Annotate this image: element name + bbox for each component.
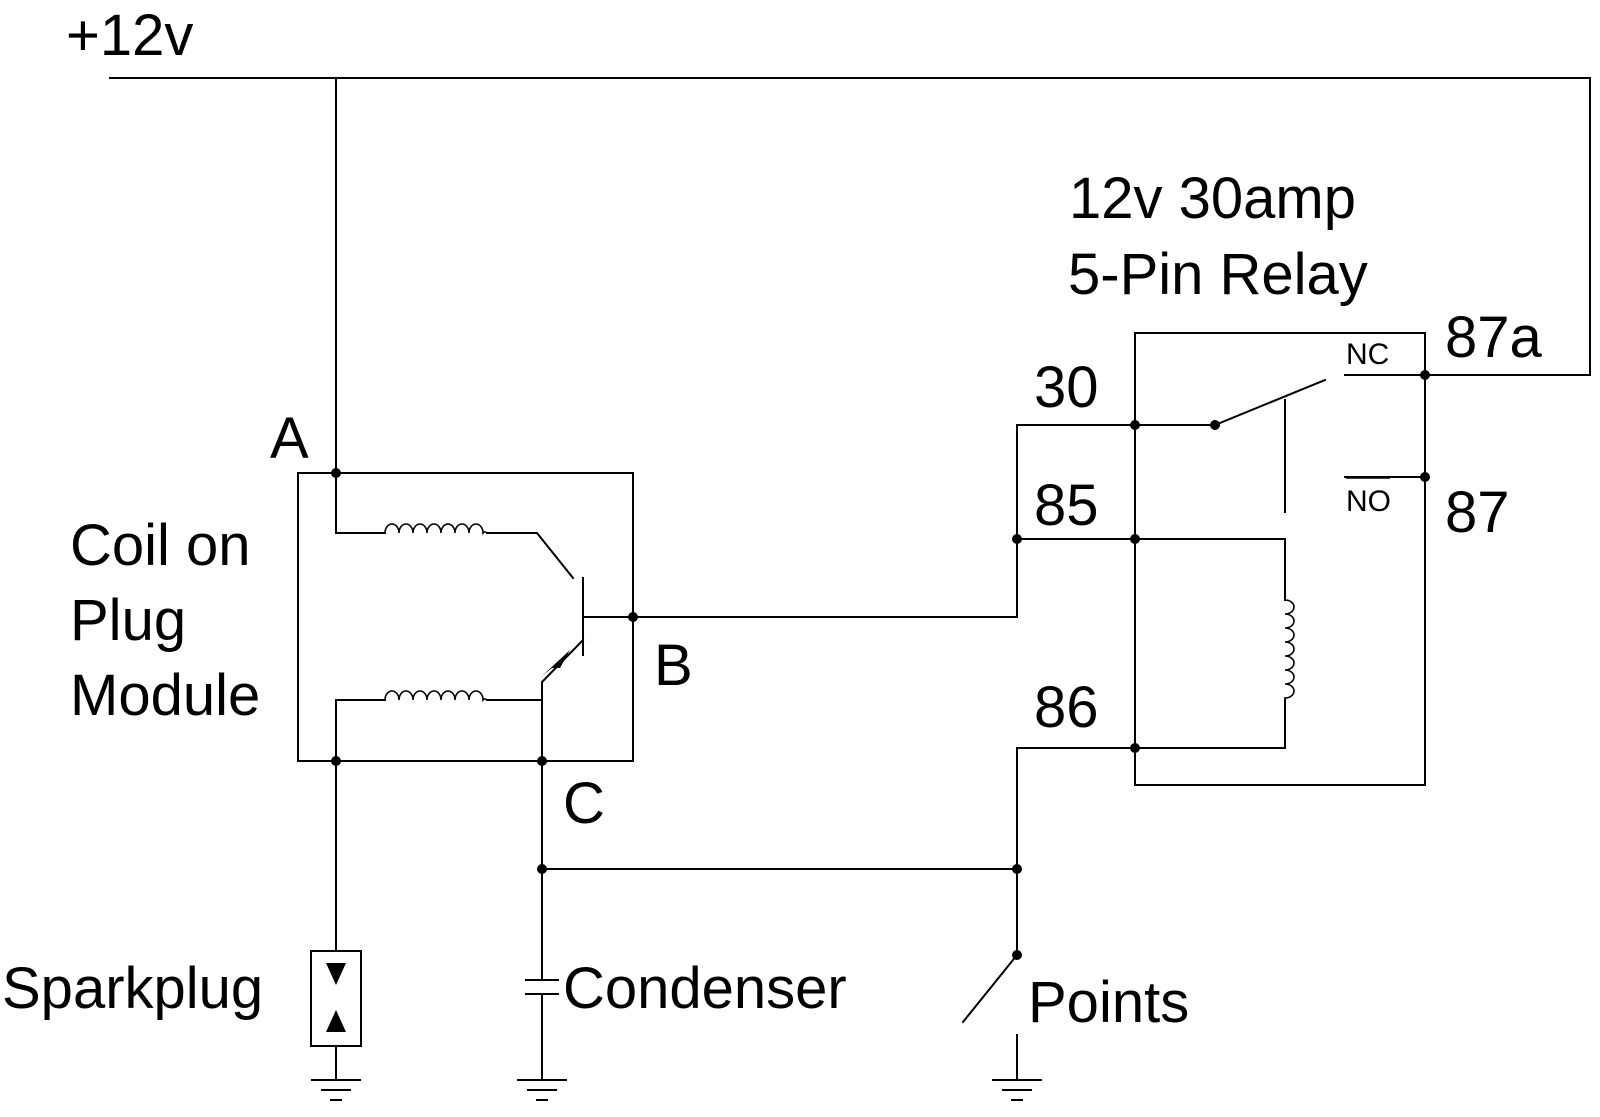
pin87-dot [1420,472,1430,482]
points-label: Points [1028,970,1189,1035]
terminal-b-label: B [654,633,693,698]
trigger-wiring [632,424,1136,749]
condenser-label: Condenser [563,956,847,1021]
points-contact-dot [1012,950,1022,960]
secondary-winding [384,690,488,703]
relay-title-line1: 12v 30amp [1069,166,1356,231]
relay-title-line2: 5-Pin Relay [1068,242,1368,307]
supply-label: +12v [66,3,193,68]
coil-module [297,468,638,766]
relay-switch-arm [1134,378,1327,426]
terminal-c-label: C [563,771,605,836]
coil-module-label-line3: Module [70,663,260,728]
nc-label: NC [1346,338,1389,371]
pin86-label: 86 [1034,675,1099,740]
sparkplug-label: Sparkplug [2,956,263,1021]
points-branch [541,747,1042,1101]
terminal-a-label: A [270,406,309,471]
no-label: NO [1346,485,1391,518]
condenser-symbol [525,979,559,995]
relay-coil [1283,599,1295,701]
pin86-dot [1130,743,1140,753]
points-junction-dot [1012,864,1022,874]
pin30-label: 30 [1034,355,1099,420]
points-switch-blade [961,953,1019,1024]
coil-module-label-line2: Plug [70,588,186,653]
pin85-junction-dot [1012,534,1022,544]
pin87-label: 87 [1445,480,1510,545]
condenser-branch [517,760,567,1101]
sparkplug-ground-icon [311,1079,361,1101]
supply-rail [109,77,1591,474]
pin87a-label: 87a [1445,305,1543,370]
pin85-label: 85 [1034,473,1099,538]
terminal-a-dot [331,468,341,478]
points-ground-icon [992,1079,1042,1101]
pin87a-dot [1420,370,1430,380]
sparkplug-branch [310,760,362,1101]
primary-winding [384,523,488,536]
sparkplug-electrode-bottom [326,1010,346,1032]
relay-box [1134,332,1426,786]
coil-module-label-line1: Coil on [70,513,251,578]
transistor-symbol [541,577,634,701]
relay [1130,332,1430,786]
sparkplug-electrode-top [326,963,346,985]
condenser-ground-icon [517,1079,567,1101]
pin85-dot [1130,534,1140,544]
pin30-dot [1130,420,1140,430]
relay-pivot-dot [1210,420,1220,430]
